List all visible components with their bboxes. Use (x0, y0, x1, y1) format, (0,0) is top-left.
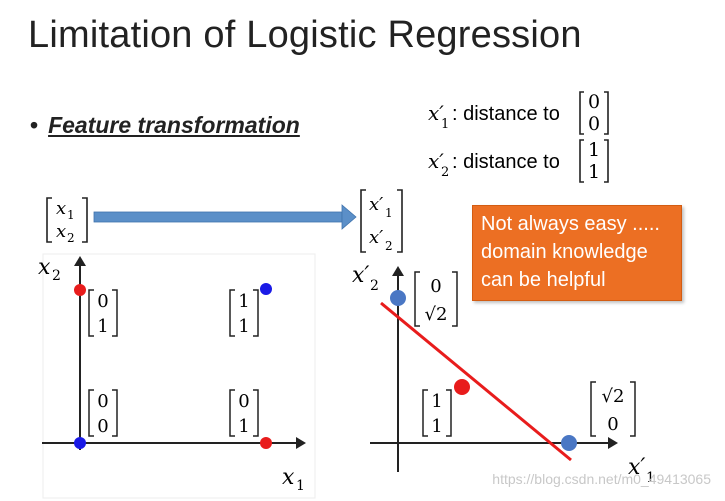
svg-text:0: 0 (238, 391, 249, 412)
bullet-text: Feature transformation (48, 112, 300, 138)
left-label-00: 0 0 (88, 389, 118, 437)
def2-sub: 2 (441, 165, 449, 180)
note-line-2: domain knowledge (481, 241, 648, 263)
right-label-11: 1 1 (422, 389, 452, 437)
right-label-sqrt2-0: √2 0 (590, 381, 636, 437)
svg-text:1: 1 (431, 416, 442, 437)
right-y-label: x′ (352, 263, 369, 288)
def2-vec-top: 1 (588, 139, 600, 161)
right-point-blue-right (561, 435, 577, 451)
left-y-label: x (38, 255, 51, 280)
svg-text:1: 1 (238, 291, 249, 312)
bullet-dot: • (30, 112, 39, 138)
right-x-label: x′ (628, 455, 645, 480)
target-vector: x′ 1 x′ 2 (360, 189, 403, 253)
note-text: Not always easy ..... domain knowledge c… (481, 210, 660, 294)
svg-text:2: 2 (67, 231, 75, 245)
transform-arrow (93, 204, 357, 230)
svg-text:0: 0 (97, 291, 108, 312)
svg-text:1: 1 (97, 316, 108, 337)
def1-vec-bottom: 0 (588, 113, 600, 135)
svg-text:x: x (56, 221, 66, 242)
def1-sub: 1 (441, 117, 449, 132)
left-point-blue-origin (74, 437, 86, 449)
right-label-0-sqrt2: 0 √2 (414, 271, 458, 327)
watermark: https://blog.csdn.net/m0_49413065 (492, 471, 711, 487)
def1-var: x′ (428, 101, 444, 125)
definition-2: x′ 2 : distance to 1 1 (428, 139, 609, 183)
note-line-3: can be helpful (481, 269, 606, 291)
svg-text:2: 2 (385, 239, 393, 253)
def1-text: : distance to (452, 103, 560, 125)
note-callout: Not always easy ..... domain knowledge c… (472, 205, 682, 301)
svg-text:1: 1 (67, 208, 75, 222)
svg-text:0: 0 (97, 391, 108, 412)
source-vector: x 1 x 2 (46, 197, 88, 245)
right-x-sub: 1 (646, 470, 655, 486)
right-plot: x′ 2 x′ 1 0 √2 1 1 √2 0 (352, 263, 655, 486)
left-plot: x 2 x 1 0 1 1 1 0 0 0 (38, 253, 316, 499)
svg-text:0: 0 (430, 276, 441, 297)
svg-text:1: 1 (431, 391, 442, 412)
bullet-feature-transformation: • Feature transformation (30, 112, 300, 139)
left-x-label: x (282, 465, 295, 490)
svg-text:1: 1 (385, 206, 393, 220)
left-point-red-right (260, 437, 272, 449)
right-point-red (454, 379, 470, 395)
left-point-red-top (74, 284, 86, 296)
left-label-11: 1 1 (229, 289, 259, 337)
svg-text:√2: √2 (602, 386, 625, 407)
svg-text:x′: x′ (369, 227, 383, 248)
svg-text:1: 1 (238, 316, 249, 337)
svg-text:0: 0 (607, 414, 618, 435)
note-line-1: Not always easy ..... (481, 213, 660, 235)
svg-text:√2: √2 (425, 304, 448, 325)
definition-1: x′ 1 : distance to 0 0 (428, 91, 609, 135)
left-label-01: 0 1 (88, 289, 118, 337)
svg-text:0: 0 (97, 416, 108, 437)
def2-text: : distance to (452, 151, 560, 173)
left-label-01b: 0 1 (229, 389, 259, 437)
left-point-blue-top (260, 283, 272, 295)
left-y-sub: 2 (52, 268, 61, 284)
def2-var: x′ (428, 149, 444, 173)
right-y-sub: 2 (370, 278, 379, 294)
slide-title: Limitation of Logistic Regression (28, 14, 582, 56)
svg-text:x: x (56, 198, 66, 219)
svg-text:1: 1 (238, 416, 249, 437)
right-point-blue-top (390, 290, 406, 306)
def1-vec-top: 0 (588, 91, 600, 113)
decision-boundary-line (380, 301, 572, 462)
left-x-sub: 1 (296, 478, 305, 494)
svg-text:x′: x′ (369, 194, 383, 215)
def2-vec-bottom: 1 (588, 161, 600, 183)
